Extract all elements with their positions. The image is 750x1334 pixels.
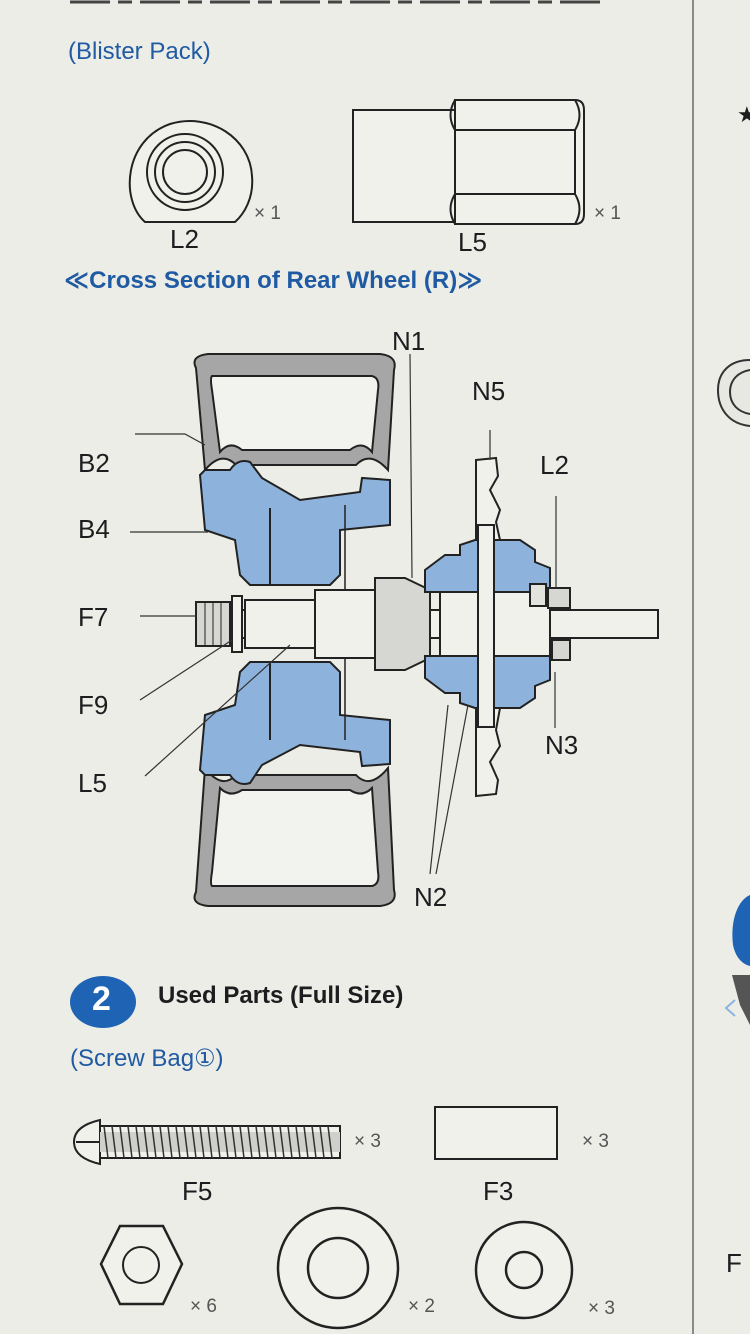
label-l5: L5 [78,768,107,798]
bearing-l2-icon [128,120,254,223]
step-badge [70,976,136,1028]
washer-small-quantity: × 3 [588,1298,615,1319]
tire-lower [193,765,396,907]
label-b4: B4 [78,514,110,544]
used-parts-illustration [72,1106,574,1330]
l2-label: L2 [170,224,199,254]
rear-wheel-cross-section [130,353,659,907]
washer-small-icon [474,1220,574,1320]
blister-pack-heading: (Blister Pack) [68,38,211,65]
l2-quantity: × 1 [254,203,281,224]
blister-parts-illustration [128,99,585,225]
right-column-fragment: F [726,1248,742,1278]
f3-label: F3 [483,1176,514,1206]
hex-sleeve-l5-icon [352,99,585,225]
f5-label: F5 [182,1176,213,1206]
cross-section-title: ≪Cross Section of Rear Wheel (R)≫ [64,267,483,294]
hex-nut-icon [99,1224,184,1306]
tire-upper [193,353,396,473]
screw-bag-label: (Screw Bag①) [70,1045,224,1072]
label-n2: N2 [414,882,448,912]
f5-quantity: × 3 [354,1131,381,1152]
nut-quantity: × 6 [190,1296,217,1317]
label-n3: N3 [545,730,579,760]
l5-quantity: × 1 [594,203,621,224]
label-n5: N5 [472,376,506,406]
step-number: 2 [92,980,111,1018]
step-title: Used Parts (Full Size) [158,982,404,1009]
label-b2: B2 [78,448,110,478]
label-n1: N1 [392,326,426,356]
f3-quantity: × 3 [582,1131,609,1152]
label-f7: F7 [78,602,109,632]
spacer-f3-icon [434,1106,558,1160]
washer-large-icon [276,1206,400,1330]
l5-label: L5 [458,227,487,257]
right-column-star: ★ [737,102,750,127]
label-l2: L2 [540,450,569,480]
screw-f5-icon [72,1118,341,1166]
label-f9: F9 [78,690,109,720]
washer-large-quantity: × 2 [408,1296,435,1317]
